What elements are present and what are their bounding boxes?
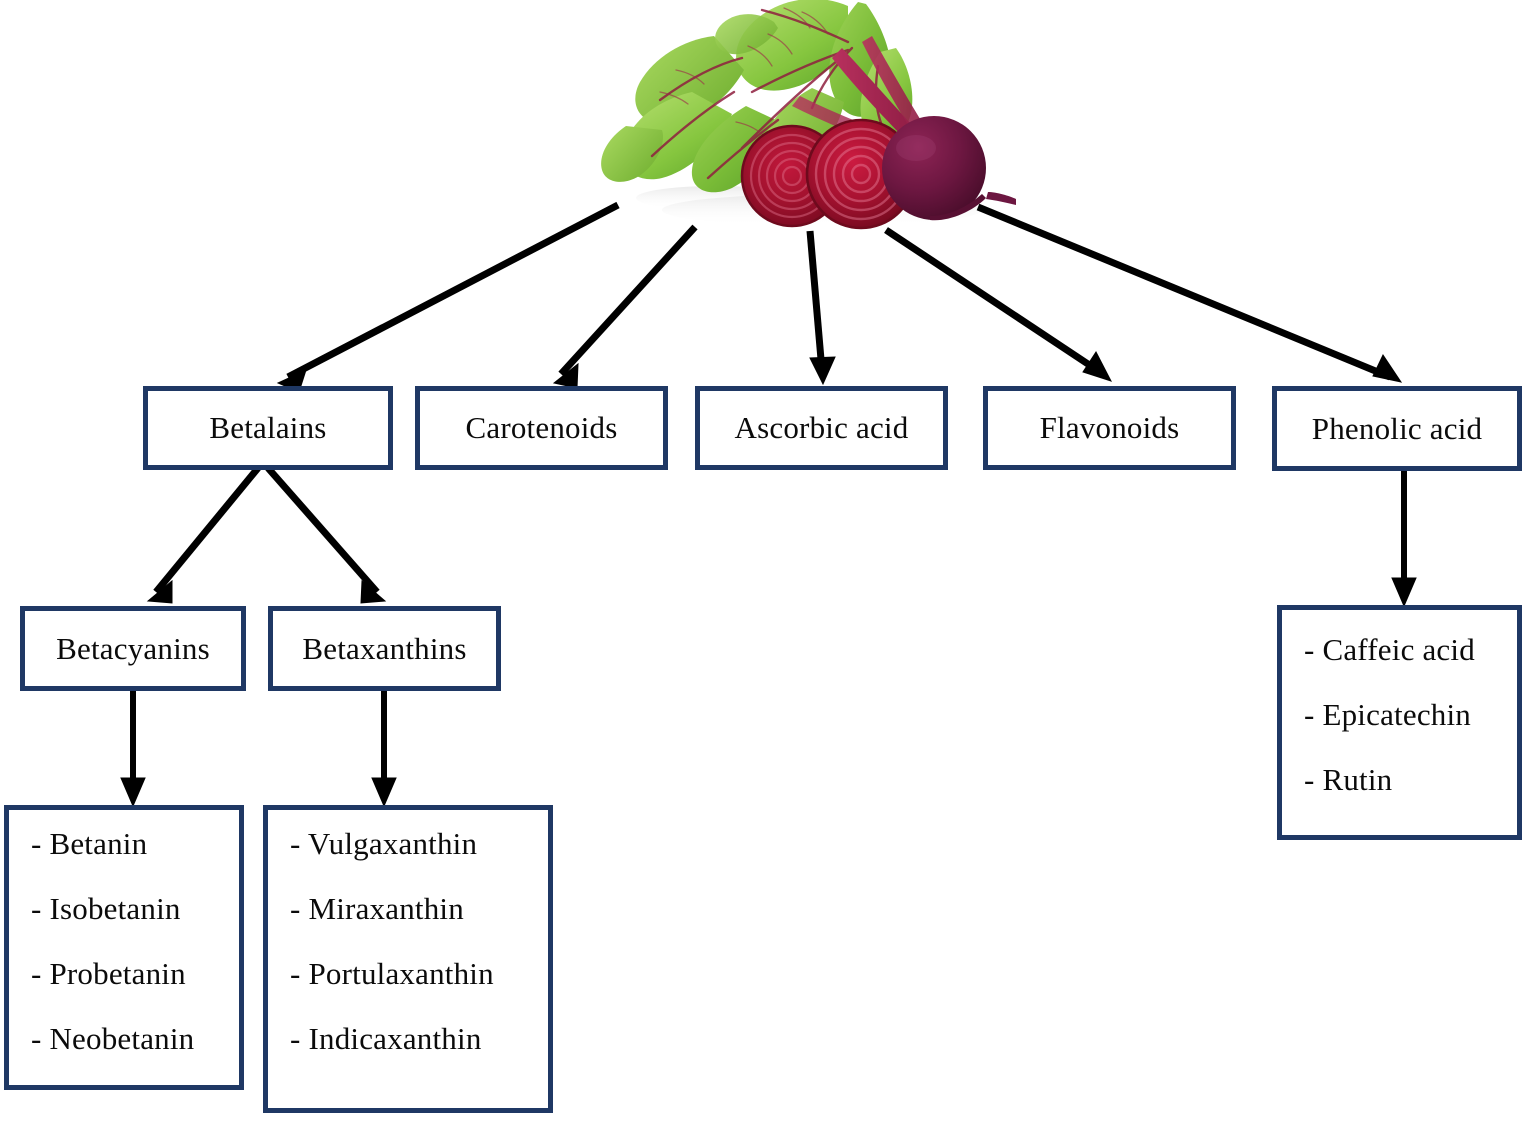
list-item: - Vulgaxanthin xyxy=(290,826,478,861)
list-item: - Indicaxanthin xyxy=(290,1021,482,1056)
arrow-betalains-to-betacyanins xyxy=(146,465,261,604)
arrow-root-to-flavonoids xyxy=(884,227,1113,382)
node-betalains-label: Betalains xyxy=(209,410,327,446)
list-item: - Epicatechin xyxy=(1304,697,1471,732)
node-carotenoids[interactable]: Carotenoids xyxy=(415,386,668,470)
list-item: - Caffeic acid xyxy=(1304,632,1475,667)
arrow-root-to-ascorbic-acid xyxy=(806,230,836,386)
node-flavonoids[interactable]: Flavonoids xyxy=(983,386,1236,470)
arrow-betaxanthins-to-list xyxy=(371,691,397,808)
node-betacyanins[interactable]: Betacyanins xyxy=(20,606,246,691)
arrow-root-to-phenolic-acid xyxy=(976,203,1403,383)
arrow-phenolic-acid-to-list xyxy=(1391,471,1417,608)
arrow-root-to-carotenoids xyxy=(552,224,698,389)
arrow-betalains-to-betaxanthins xyxy=(265,465,387,604)
node-carotenoids-label: Carotenoids xyxy=(465,410,618,446)
list-item: - Betanin xyxy=(31,826,148,861)
node-phenolic-acid-label: Phenolic acid xyxy=(1311,410,1483,446)
list-item: - Neobetanin xyxy=(31,1021,195,1056)
node-flavonoids-label: Flavonoids xyxy=(1039,410,1180,446)
node-ascorbic-acid[interactable]: Ascorbic acid xyxy=(695,386,948,470)
beetroot-photo xyxy=(596,0,1016,232)
list-item: - Probetanin xyxy=(31,956,186,991)
node-betaxanthins-compounds[interactable]: - Vulgaxanthin - Miraxanthin - Portulaxa… xyxy=(263,805,553,1113)
arrow-betacyanins-to-list xyxy=(120,691,146,808)
arrow-root-to-betalains xyxy=(276,201,620,393)
node-betacyanins-compounds[interactable]: - Betanin - Isobetanin - Probetanin - Ne… xyxy=(4,805,244,1090)
node-betalains[interactable]: Betalains xyxy=(143,386,393,470)
list-item: - Miraxanthin xyxy=(290,891,464,926)
node-ascorbic-acid-label: Ascorbic acid xyxy=(734,410,909,446)
node-betaxanthins[interactable]: Betaxanthins xyxy=(268,606,501,691)
list-item: - Isobetanin xyxy=(31,891,181,926)
node-phenolic-acid-compounds[interactable]: - Caffeic acid - Epicatechin - Rutin xyxy=(1277,605,1522,840)
list-item: - Portulaxanthin xyxy=(290,956,494,991)
node-betaxanthins-label: Betaxanthins xyxy=(302,630,467,666)
list-item: - Rutin xyxy=(1304,762,1393,797)
node-betacyanins-label: Betacyanins xyxy=(56,630,210,666)
node-phenolic-acid[interactable]: Phenolic acid xyxy=(1272,386,1522,471)
